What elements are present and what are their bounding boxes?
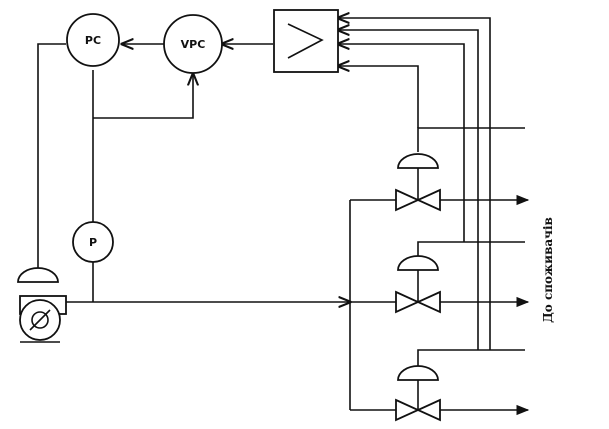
selector-input-3 xyxy=(338,44,465,242)
vpc-label: VPC xyxy=(181,38,206,51)
pump xyxy=(19,295,67,343)
selector-input-4 xyxy=(338,66,419,128)
valve3-feedback xyxy=(417,349,525,366)
consumers-label: До споживачів xyxy=(541,217,555,323)
signal-line-pc-to-pump xyxy=(37,43,66,270)
control-valve-2 xyxy=(395,255,441,314)
valve2-feedback xyxy=(417,241,525,256)
pc-label: PC xyxy=(85,34,101,47)
pc-controller: PC xyxy=(66,13,120,67)
pressure-transmitter: P xyxy=(72,221,114,263)
selector-input-1 xyxy=(338,18,491,350)
selector-input-2 xyxy=(338,30,479,350)
control-valve-3 xyxy=(395,365,441,422)
selector-block xyxy=(273,9,339,73)
vpc-controller: VPC xyxy=(163,14,223,74)
pump-actuator xyxy=(17,267,59,283)
control-valve-1 xyxy=(395,153,441,212)
valve1-feedback xyxy=(417,127,525,152)
p-label: P xyxy=(89,236,97,249)
signal-line-branch-to-vpc xyxy=(93,74,193,119)
